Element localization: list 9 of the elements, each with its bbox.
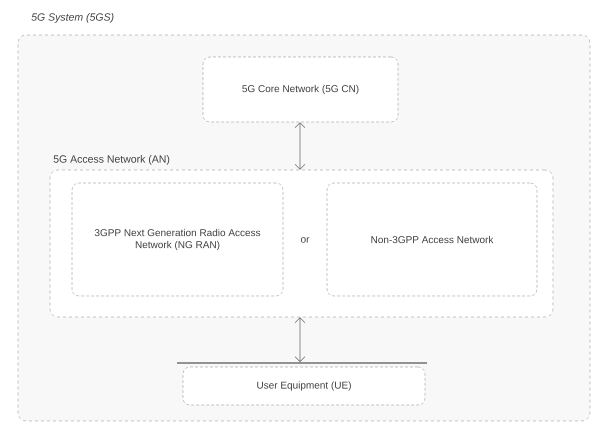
arrow	[294, 122, 306, 170]
connector-word: or	[300, 237, 310, 243]
arrow	[294, 317, 306, 362]
process-box: 3GPP Next Generation Radio Access Network (NG RAN)	[72, 182, 284, 296]
process-box: User Equipment (UE)	[177, 362, 427, 406]
process-box: 5G Core Network (5G CN)	[202, 56, 398, 122]
process-box: Non-3GPP Access Network	[326, 182, 538, 296]
node-label: 5G Access Network (AN)	[54, 155, 170, 165]
node-label: 5G System (5GS)	[31, 13, 114, 23]
